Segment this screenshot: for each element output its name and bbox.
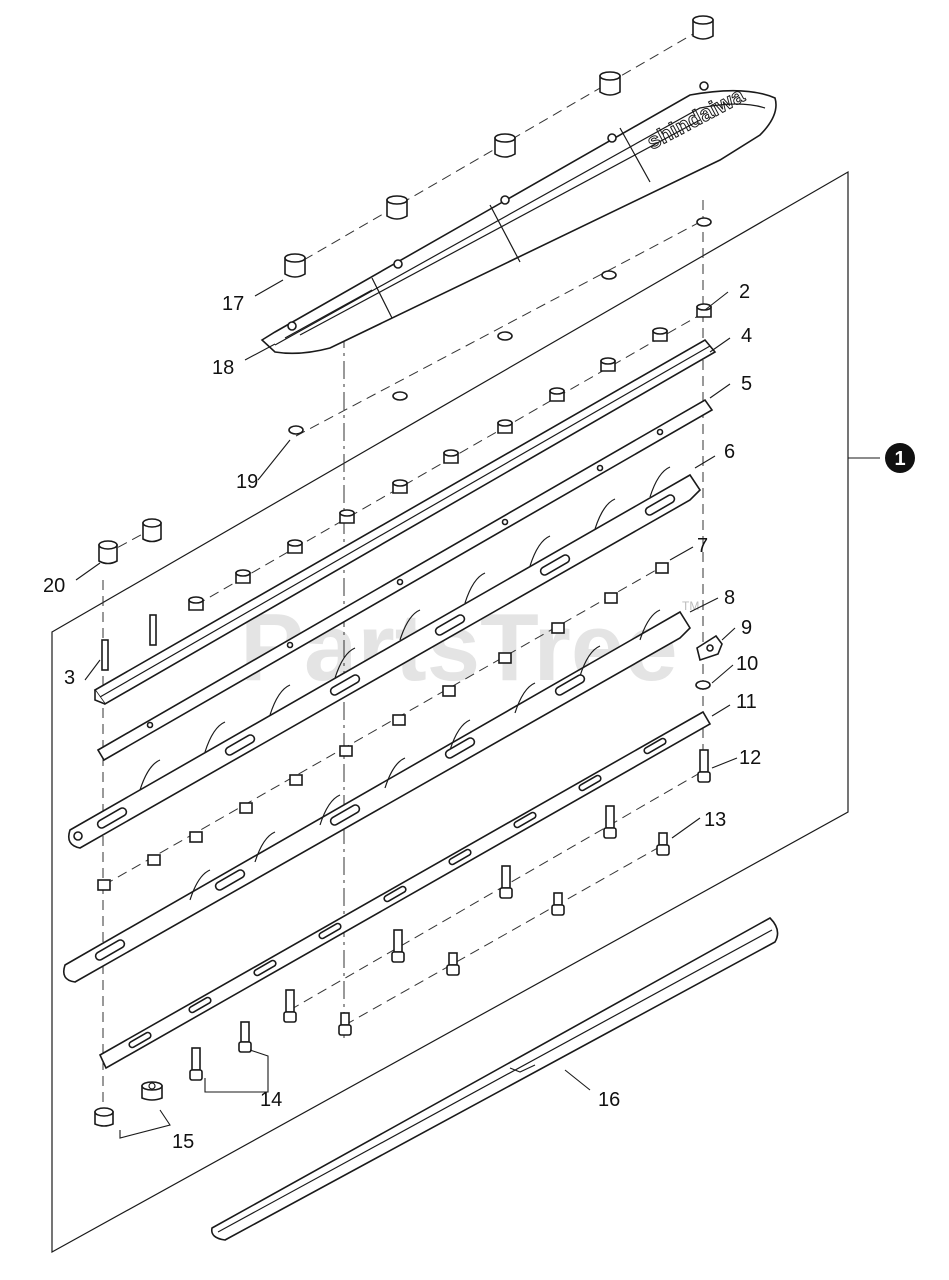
washer-icon: [288, 425, 304, 435]
bolt-icon: [391, 929, 405, 963]
label-9: 9: [741, 617, 752, 639]
label-4: 4: [741, 325, 752, 347]
spine-rail: [93, 338, 717, 706]
bolt-row: [283, 749, 711, 1023]
bolt-icon: [499, 865, 513, 899]
end-nuts: [94, 1081, 163, 1127]
stud-bolts: [101, 614, 157, 671]
nut-icon: [386, 195, 408, 220]
label-18: 18: [212, 357, 234, 379]
label-10: 10: [736, 653, 758, 675]
bottom-plate: [98, 710, 712, 1070]
short-bolt-row: [338, 832, 670, 1036]
label-2: 2: [739, 281, 750, 303]
label-15: 15: [172, 1131, 194, 1153]
label-13: 13: [704, 809, 726, 831]
bolt-icon: [656, 832, 670, 856]
stud-icon: [149, 614, 157, 646]
label-20: 20: [43, 575, 65, 597]
assembly-callout: 1: [885, 443, 915, 473]
label-5: 5: [741, 373, 752, 395]
bolt-icon: [551, 892, 565, 916]
nut-icon: [284, 253, 306, 278]
lower-blade: [62, 609, 692, 983]
washer-icon: [497, 331, 513, 341]
short-bolt-row-line: [344, 844, 664, 1026]
nut-icon: [142, 518, 162, 543]
label-8: 8: [724, 587, 735, 609]
assembly-outline: [51, 170, 849, 1254]
blade-sheath: [210, 917, 779, 1241]
nut-icon: [494, 133, 516, 158]
clip-part: [696, 634, 723, 662]
washer-row-line: [295, 221, 701, 437]
bolt-icon: [338, 1012, 352, 1036]
washer-icon: [601, 270, 617, 280]
nut-icon: [692, 15, 714, 40]
bolt-icon: [603, 805, 617, 839]
washer-icon: [392, 391, 408, 401]
nut-icon: [98, 540, 118, 565]
lower-spacer-row-line: [103, 564, 666, 886]
watermark-trademark: TM: [682, 599, 699, 613]
nut-row-top: [284, 15, 714, 278]
blade-guard: shindaiwa: [260, 81, 777, 355]
assembly-callout-number: 1: [894, 448, 905, 470]
washer-row: [288, 217, 712, 435]
top-plate: [96, 398, 714, 762]
leader-lines: [75, 279, 880, 1139]
upper-blade: [67, 466, 702, 849]
label-12: 12: [739, 747, 761, 769]
spacer-row-lower: [97, 562, 669, 891]
label-6: 6: [724, 441, 735, 463]
nut-icon: [94, 1107, 114, 1127]
front-nuts: [98, 518, 162, 565]
label-11: 11: [736, 691, 757, 713]
label-3: 3: [64, 667, 75, 689]
end-bolts: [189, 1021, 252, 1081]
bolt-icon: [189, 1047, 203, 1081]
label-16: 16: [598, 1089, 620, 1111]
bolt-icon: [283, 989, 297, 1023]
label-14: 14: [260, 1089, 282, 1111]
washer-icon: [695, 680, 711, 690]
label-19: 19: [236, 471, 258, 493]
bolt-icon: [697, 749, 711, 783]
bolt-icon: [238, 1021, 252, 1053]
bolt-icon: [446, 952, 460, 976]
label-17: 17: [222, 293, 244, 315]
washer-icon: [696, 217, 712, 227]
nut-icon: [599, 71, 621, 96]
part-labels: 17 18 19 20 3 2 4 5 6 7 8 9 10 11 12 13 …: [43, 281, 761, 1153]
nut-icon: [141, 1081, 163, 1101]
stud-icon: [101, 639, 109, 671]
label-7: 7: [697, 535, 708, 557]
